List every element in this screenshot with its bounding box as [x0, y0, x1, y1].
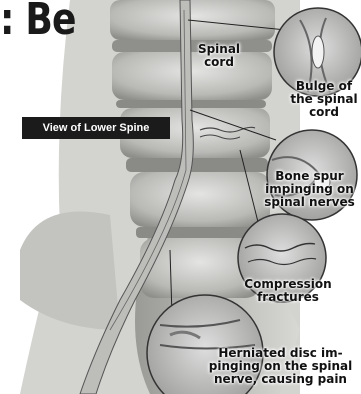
- label-bone-spur: Bone spur impinging on spinal nerves: [258, 170, 361, 209]
- label-bulge: Bulge of the spinal cord: [286, 80, 361, 119]
- view-label-badge: View of Lower Spine: [22, 117, 170, 139]
- page-title-fragment: : Be: [0, 0, 76, 45]
- vertebra-4: [130, 172, 270, 227]
- disc-3: [126, 158, 268, 172]
- label-spinal-cord: Spinal cord: [184, 43, 254, 69]
- pelvis-wing: [20, 212, 120, 330]
- label-compression: Compression fractures: [238, 278, 338, 304]
- label-herniated: Herniated disc im- pinging on the spinal…: [200, 347, 361, 386]
